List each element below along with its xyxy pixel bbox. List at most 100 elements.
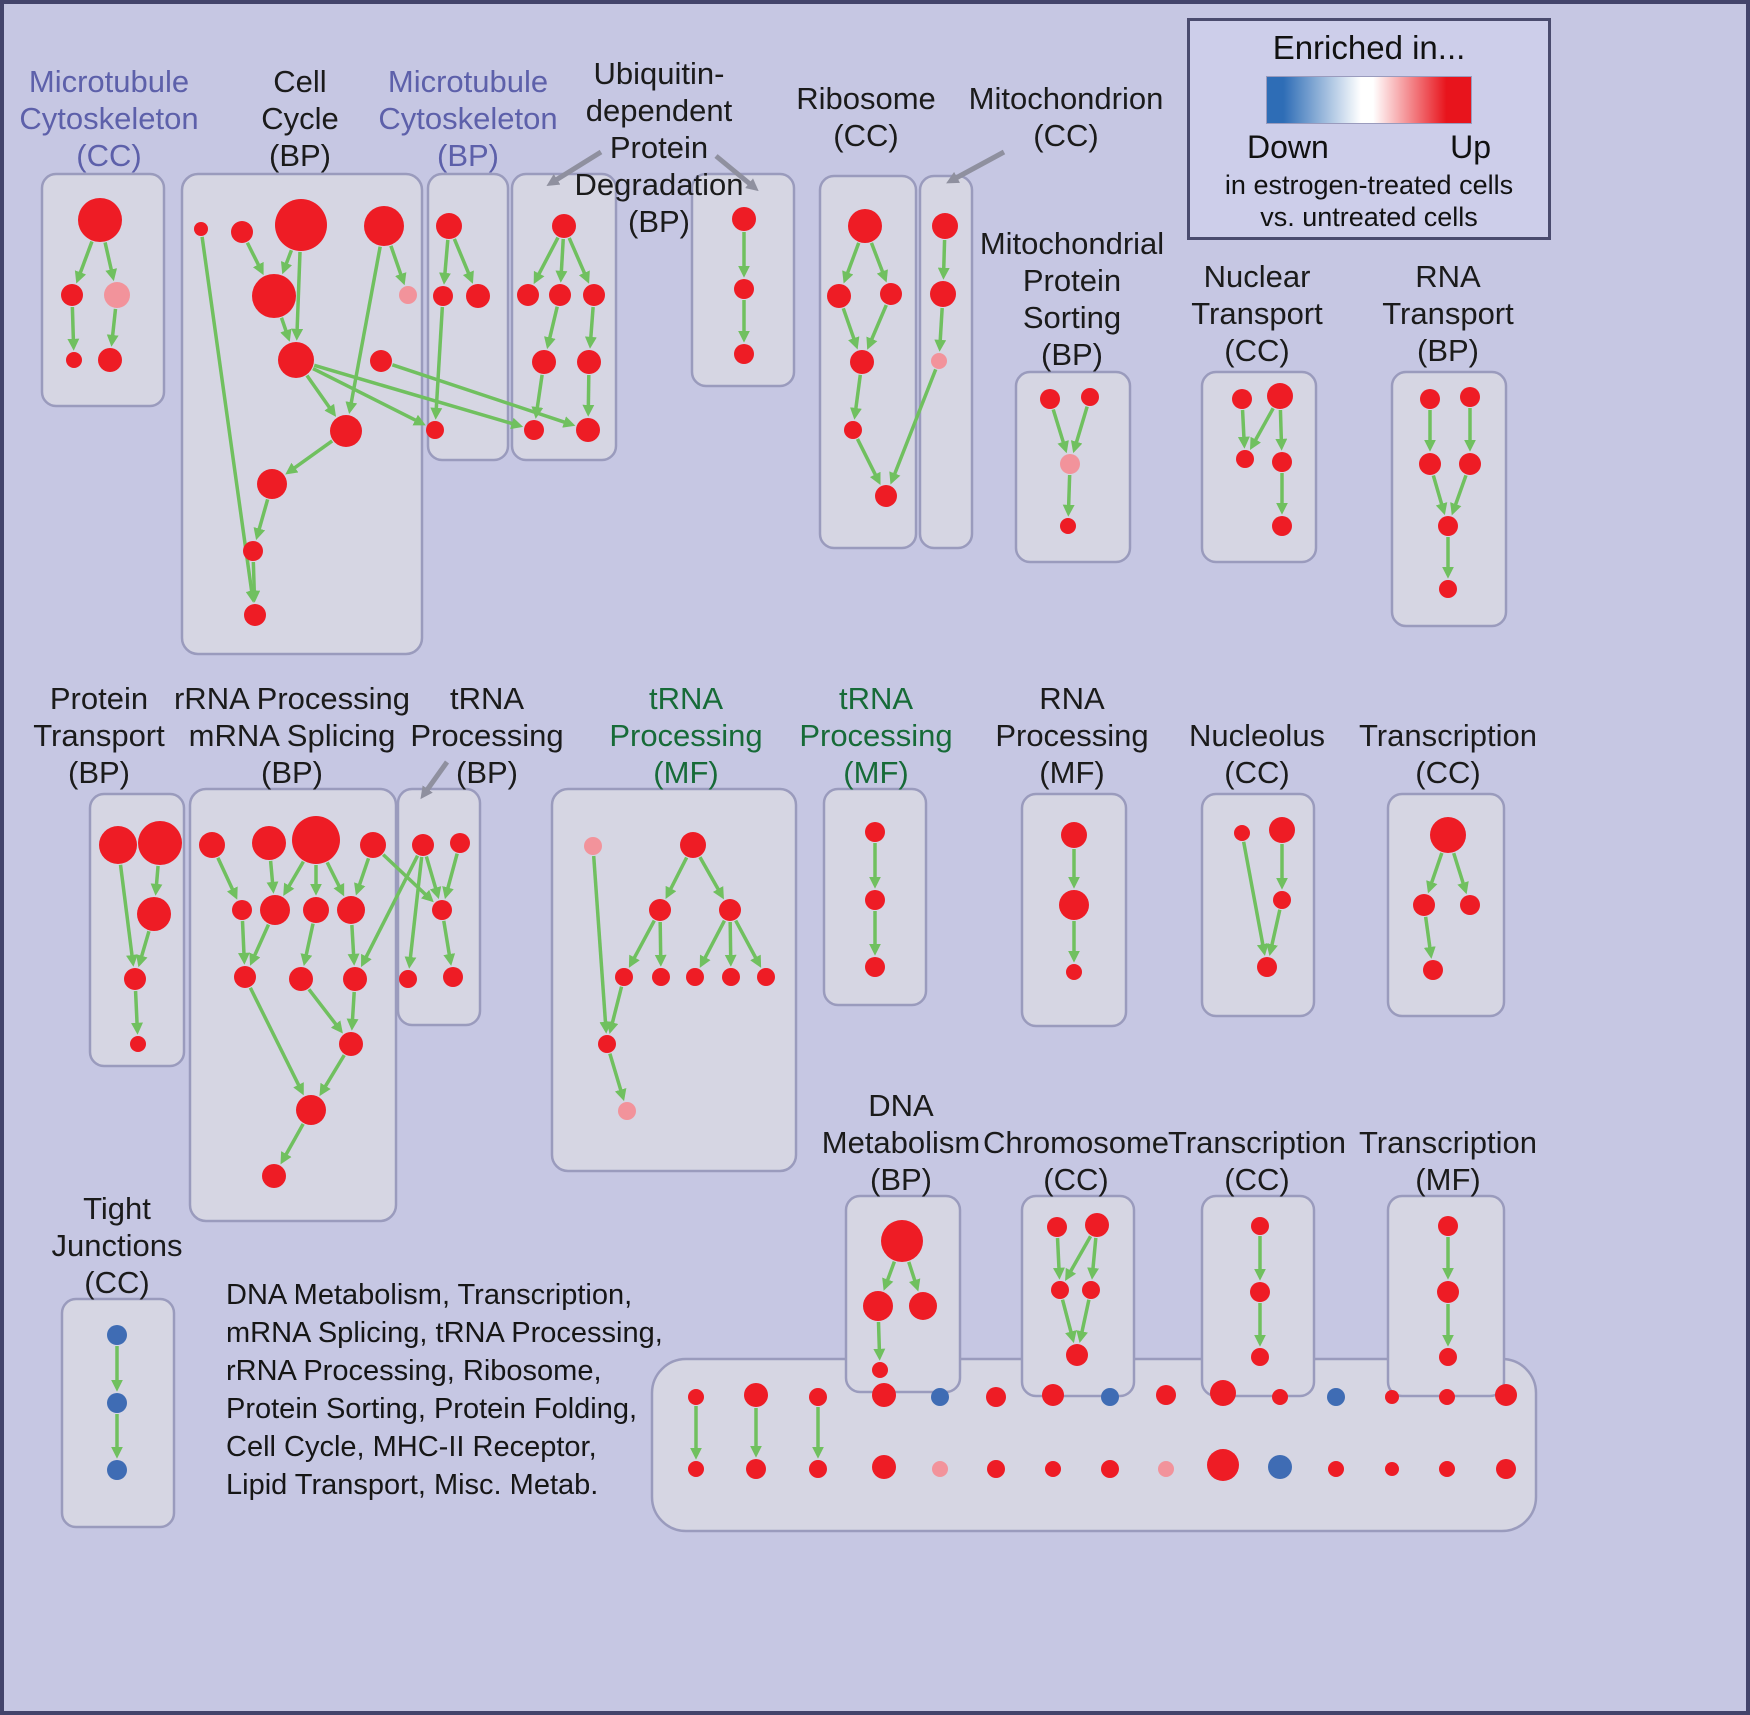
go-term-node bbox=[598, 1035, 616, 1053]
go-term-node bbox=[734, 344, 754, 364]
go-term-node bbox=[1234, 825, 1250, 841]
go-term-node bbox=[257, 469, 287, 499]
go-edge bbox=[850, 374, 863, 420]
go-edge bbox=[312, 366, 426, 426]
go-term-node bbox=[1438, 1216, 1458, 1236]
go-term-node bbox=[1460, 387, 1480, 407]
go-term-node bbox=[1423, 960, 1443, 980]
cluster-box-transcription-cc-mid bbox=[1386, 792, 1506, 1018]
cluster-label-transcription-mf: Transcription bbox=[1359, 1125, 1537, 1160]
go-edge bbox=[253, 498, 270, 541]
go-term-node bbox=[1419, 453, 1441, 475]
go-edge bbox=[442, 920, 456, 966]
go-term-node bbox=[107, 1325, 127, 1345]
go-term-node bbox=[1459, 453, 1481, 475]
cluster-label-ubiquitin-dependent-protein-degradation-bp: (BP) bbox=[628, 204, 690, 239]
go-term-node bbox=[436, 213, 462, 239]
go-term-node bbox=[688, 1461, 704, 1477]
go-term-node bbox=[433, 286, 453, 306]
go-term-node bbox=[303, 897, 329, 923]
go-term-node bbox=[1207, 1449, 1239, 1481]
go-term-node bbox=[360, 832, 386, 858]
go-edge bbox=[555, 238, 568, 283]
go-term-node bbox=[1273, 891, 1291, 909]
go-edge bbox=[1087, 1237, 1099, 1280]
go-edge bbox=[442, 853, 459, 900]
go-edge bbox=[237, 920, 250, 965]
go-term-node bbox=[399, 286, 417, 304]
cluster-label-tight-junctions-cc: Tight bbox=[83, 1191, 151, 1226]
legend-caption-line1: in estrogen-treated cells bbox=[1224, 170, 1514, 200]
go-term-node bbox=[1051, 1281, 1069, 1299]
go-term-node bbox=[1272, 1389, 1288, 1405]
go-term-node bbox=[296, 1095, 326, 1125]
go-edge bbox=[319, 1054, 346, 1097]
go-term-node bbox=[370, 350, 392, 372]
cluster-label-ubiquitin-dependent-protein-degradation-bp: Protein bbox=[610, 130, 708, 165]
go-term-node bbox=[1439, 1348, 1457, 1366]
cluster-label-ubiquitin-dependent-protein-degradation-bp: Ubiquitin- bbox=[594, 56, 725, 91]
cluster-label-microtubule-cytoskeleton-cc: Microtubule bbox=[29, 64, 189, 99]
cluster-label-transcription-mf: (MF) bbox=[1415, 1162, 1480, 1197]
legend: Enriched in... Down Up in estrogen-treat… bbox=[1187, 18, 1551, 240]
go-edge bbox=[1060, 1299, 1077, 1344]
go-term-node bbox=[615, 968, 633, 986]
cluster-label-trna-processing-mf-1: tRNA bbox=[649, 681, 723, 716]
cluster-label-microtubule-cytoskeleton-bp: Cytoskeleton bbox=[378, 101, 557, 136]
cluster-label-protein-transport-bp: Protein bbox=[50, 681, 148, 716]
cluster-label-protein-transport-bp: Transport bbox=[33, 718, 165, 753]
go-term-node bbox=[986, 1387, 1006, 1407]
go-term-node bbox=[524, 420, 544, 440]
annotation-arrow-trna-bp-to-box bbox=[420, 760, 450, 800]
cluster-label-rna-processing-mf: RNA bbox=[1039, 681, 1105, 716]
go-term-node bbox=[262, 1164, 286, 1188]
go-term-node bbox=[1439, 1389, 1455, 1405]
go-term-node bbox=[848, 209, 882, 243]
go-edge bbox=[285, 439, 334, 475]
go-term-node bbox=[865, 957, 885, 977]
cluster-box-nucleolus-cc bbox=[1200, 792, 1316, 1018]
go-term-node bbox=[722, 968, 740, 986]
go-edge bbox=[608, 1053, 627, 1102]
go-edge bbox=[628, 919, 656, 968]
go-term-node bbox=[872, 1455, 896, 1479]
cluster-label-trna-processing-mf-2: Processing bbox=[799, 718, 952, 753]
go-term-node bbox=[98, 348, 122, 372]
go-term-node bbox=[243, 541, 263, 561]
cluster-label-chromosome-cc: (CC) bbox=[1043, 1162, 1108, 1197]
go-term-node bbox=[194, 222, 208, 236]
go-term-node bbox=[1236, 450, 1254, 468]
go-term-node bbox=[244, 604, 266, 626]
go-term-node bbox=[577, 350, 601, 374]
go-term-node bbox=[1082, 1281, 1100, 1299]
go-term-node bbox=[686, 968, 704, 986]
cluster-label-rna-transport-bp: (BP) bbox=[1417, 333, 1479, 368]
go-edge bbox=[361, 854, 420, 968]
go-term-node bbox=[875, 485, 897, 507]
go-term-node bbox=[1060, 454, 1080, 474]
go-edge bbox=[889, 368, 938, 485]
cluster-label-ribosome-cc: (CC) bbox=[833, 118, 898, 153]
go-term-node bbox=[78, 198, 122, 242]
cluster-label-trna-processing-bp: Processing bbox=[410, 718, 563, 753]
cluster-label-dna-metabolism-bp: DNA bbox=[868, 1088, 934, 1123]
go-term-node bbox=[1272, 452, 1292, 472]
footnote-line: DNA Metabolism, Transcription, bbox=[226, 1279, 633, 1311]
legend-title: Enriched in... bbox=[1272, 29, 1466, 66]
go-term-node bbox=[809, 1460, 827, 1478]
go-term-node bbox=[99, 826, 137, 864]
go-term-node bbox=[1158, 1461, 1174, 1477]
go-edge bbox=[841, 307, 860, 350]
go-term-node bbox=[649, 899, 671, 921]
go-edge bbox=[354, 857, 371, 896]
go-edge bbox=[699, 919, 726, 968]
go-edge bbox=[544, 306, 559, 350]
go-edge bbox=[1053, 1237, 1065, 1280]
cluster-label-rrna-processing-mrna-splicing-bp: rRNA Processing bbox=[174, 681, 410, 716]
go-term-node bbox=[1420, 389, 1440, 409]
go-term-node bbox=[412, 834, 434, 856]
legend-caption: in estrogen-treated cells vs. untreated … bbox=[1190, 169, 1548, 233]
go-edge bbox=[1450, 474, 1468, 516]
go-term-node bbox=[466, 284, 490, 308]
go-term-node bbox=[1040, 389, 1060, 409]
